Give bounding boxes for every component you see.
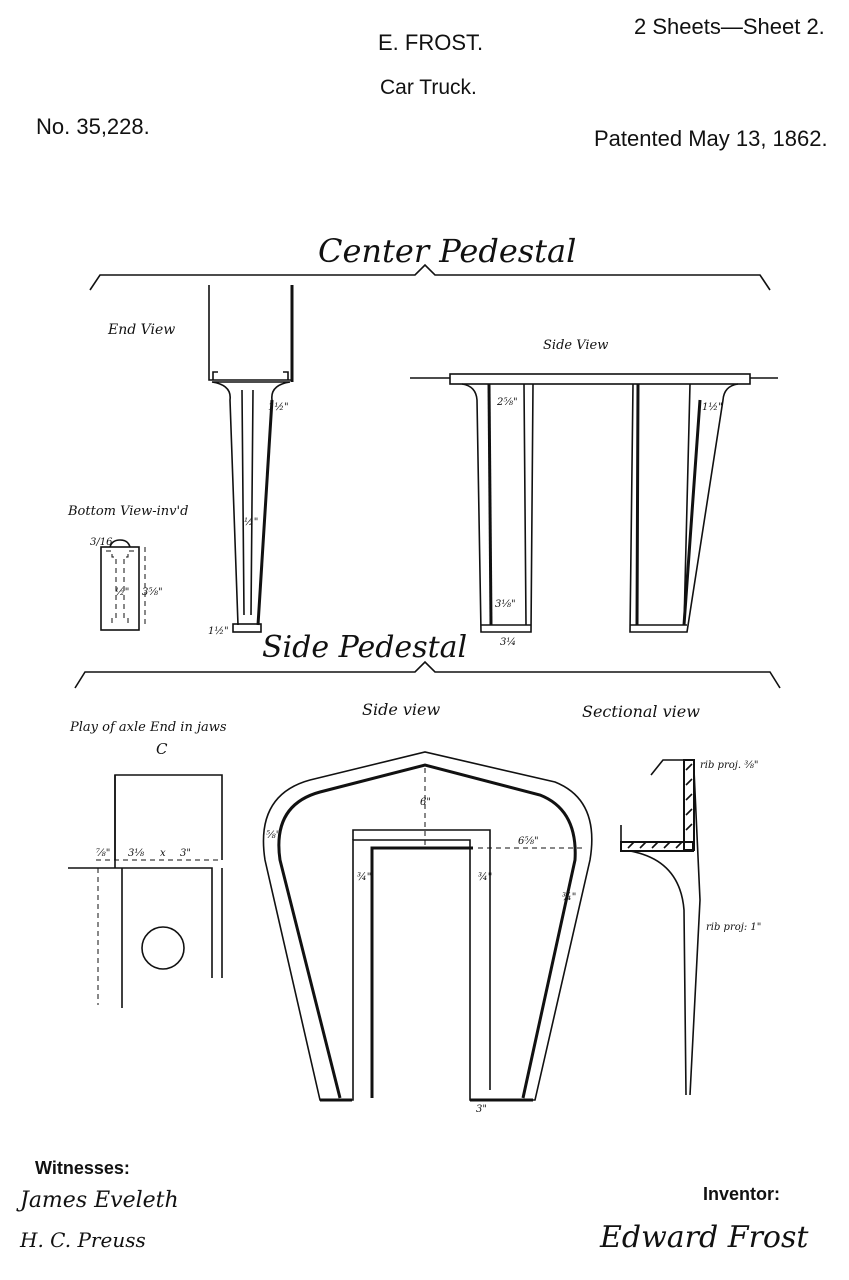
side-pedestal-title: Side Pedestal — [262, 630, 468, 665]
side-pedestal-brace — [74, 660, 781, 689]
dim-end-top: 1½" — [268, 402, 289, 413]
dim-bottom: 3" — [476, 1104, 487, 1115]
sheet-number: 2 Sheets—Sheet 2. — [634, 14, 825, 39]
patented-date: Patented May 13, 1862. — [594, 126, 828, 151]
dim-arch-left: ⅝" — [266, 830, 280, 841]
side-view-label-2: Side view — [362, 700, 441, 719]
dim-play-b: 3⅛ — [128, 848, 144, 859]
dim-side-top: 2⅝" — [496, 397, 518, 408]
dim-rib-top: rib proj. ⅜" — [700, 760, 759, 771]
axle-play-drawing: ⅞" 3⅛ x 3" — [68, 774, 223, 1008]
witnesses-label: Witnesses: — [35, 1158, 130, 1178]
dim-width: 6⅝" — [518, 836, 539, 847]
dim-leg-inner: ¾" — [478, 872, 492, 883]
dim-leg-right: ¾" — [562, 892, 576, 903]
inventor-label: Inventor: — [703, 1184, 781, 1204]
play-letter: C — [156, 740, 168, 758]
patent-number: No. 35,228. — [36, 114, 150, 139]
dim-side-bottom-outer: 3¼ — [500, 637, 516, 648]
end-view-label: End View — [108, 322, 176, 338]
dim-rib-bottom: rib proj: 1" — [706, 922, 761, 933]
side-view-label: Side View — [543, 338, 609, 353]
dim-side-bottom-inner: 3⅛" — [495, 599, 516, 610]
dim-play-a: ⅞" — [96, 848, 110, 859]
end-view-drawing: 1½" ½" 1½" — [208, 285, 294, 637]
sectional-view-drawing: rib proj. ⅜" rib proj: 1" — [620, 759, 761, 1096]
sectional-view-label: Sectional view — [582, 702, 700, 721]
dim-end-foot: 1½" — [208, 626, 229, 637]
inventor-signature: Edward Frost — [600, 1220, 809, 1255]
side-pedestal-side-view: 6" 6⅝" ¾" ¾" ¾" ⅝" 3" — [262, 751, 593, 1115]
center-pedestal-brace — [89, 263, 771, 291]
center-side-view-drawing: 2⅝" 3⅛" 3¼ 1½" — [410, 373, 778, 648]
witness-signature-1: James Eveleth — [20, 1188, 179, 1213]
dim-bottom-mid: ½" — [115, 587, 129, 598]
dim-bottom-top: 3/16 — [90, 537, 113, 548]
dim-height: 6" — [420, 797, 431, 808]
dim-leg-left: ¾" — [357, 872, 371, 883]
inventor-name: E. FROST. — [378, 30, 484, 55]
dim-bottom-side: 3⅝" — [142, 587, 163, 598]
play-label: Play of axle End in jaws — [70, 720, 227, 735]
bottom-view-label: Bottom View-inv'd — [68, 504, 189, 519]
patent-title: Car Truck. — [380, 76, 477, 99]
dim-end-mid: ½" — [244, 517, 258, 528]
bottom-view-drawing: 3/16 ½" 3⅝" — [90, 537, 163, 631]
dim-play-x: x — [160, 848, 166, 859]
dim-side-right: 1½" — [702, 402, 723, 413]
witness-signature-2: H. C. Preuss — [20, 1228, 146, 1252]
dim-play-c: 3" — [180, 848, 191, 859]
center-pedestal-title: Center Pedestal — [318, 232, 577, 270]
